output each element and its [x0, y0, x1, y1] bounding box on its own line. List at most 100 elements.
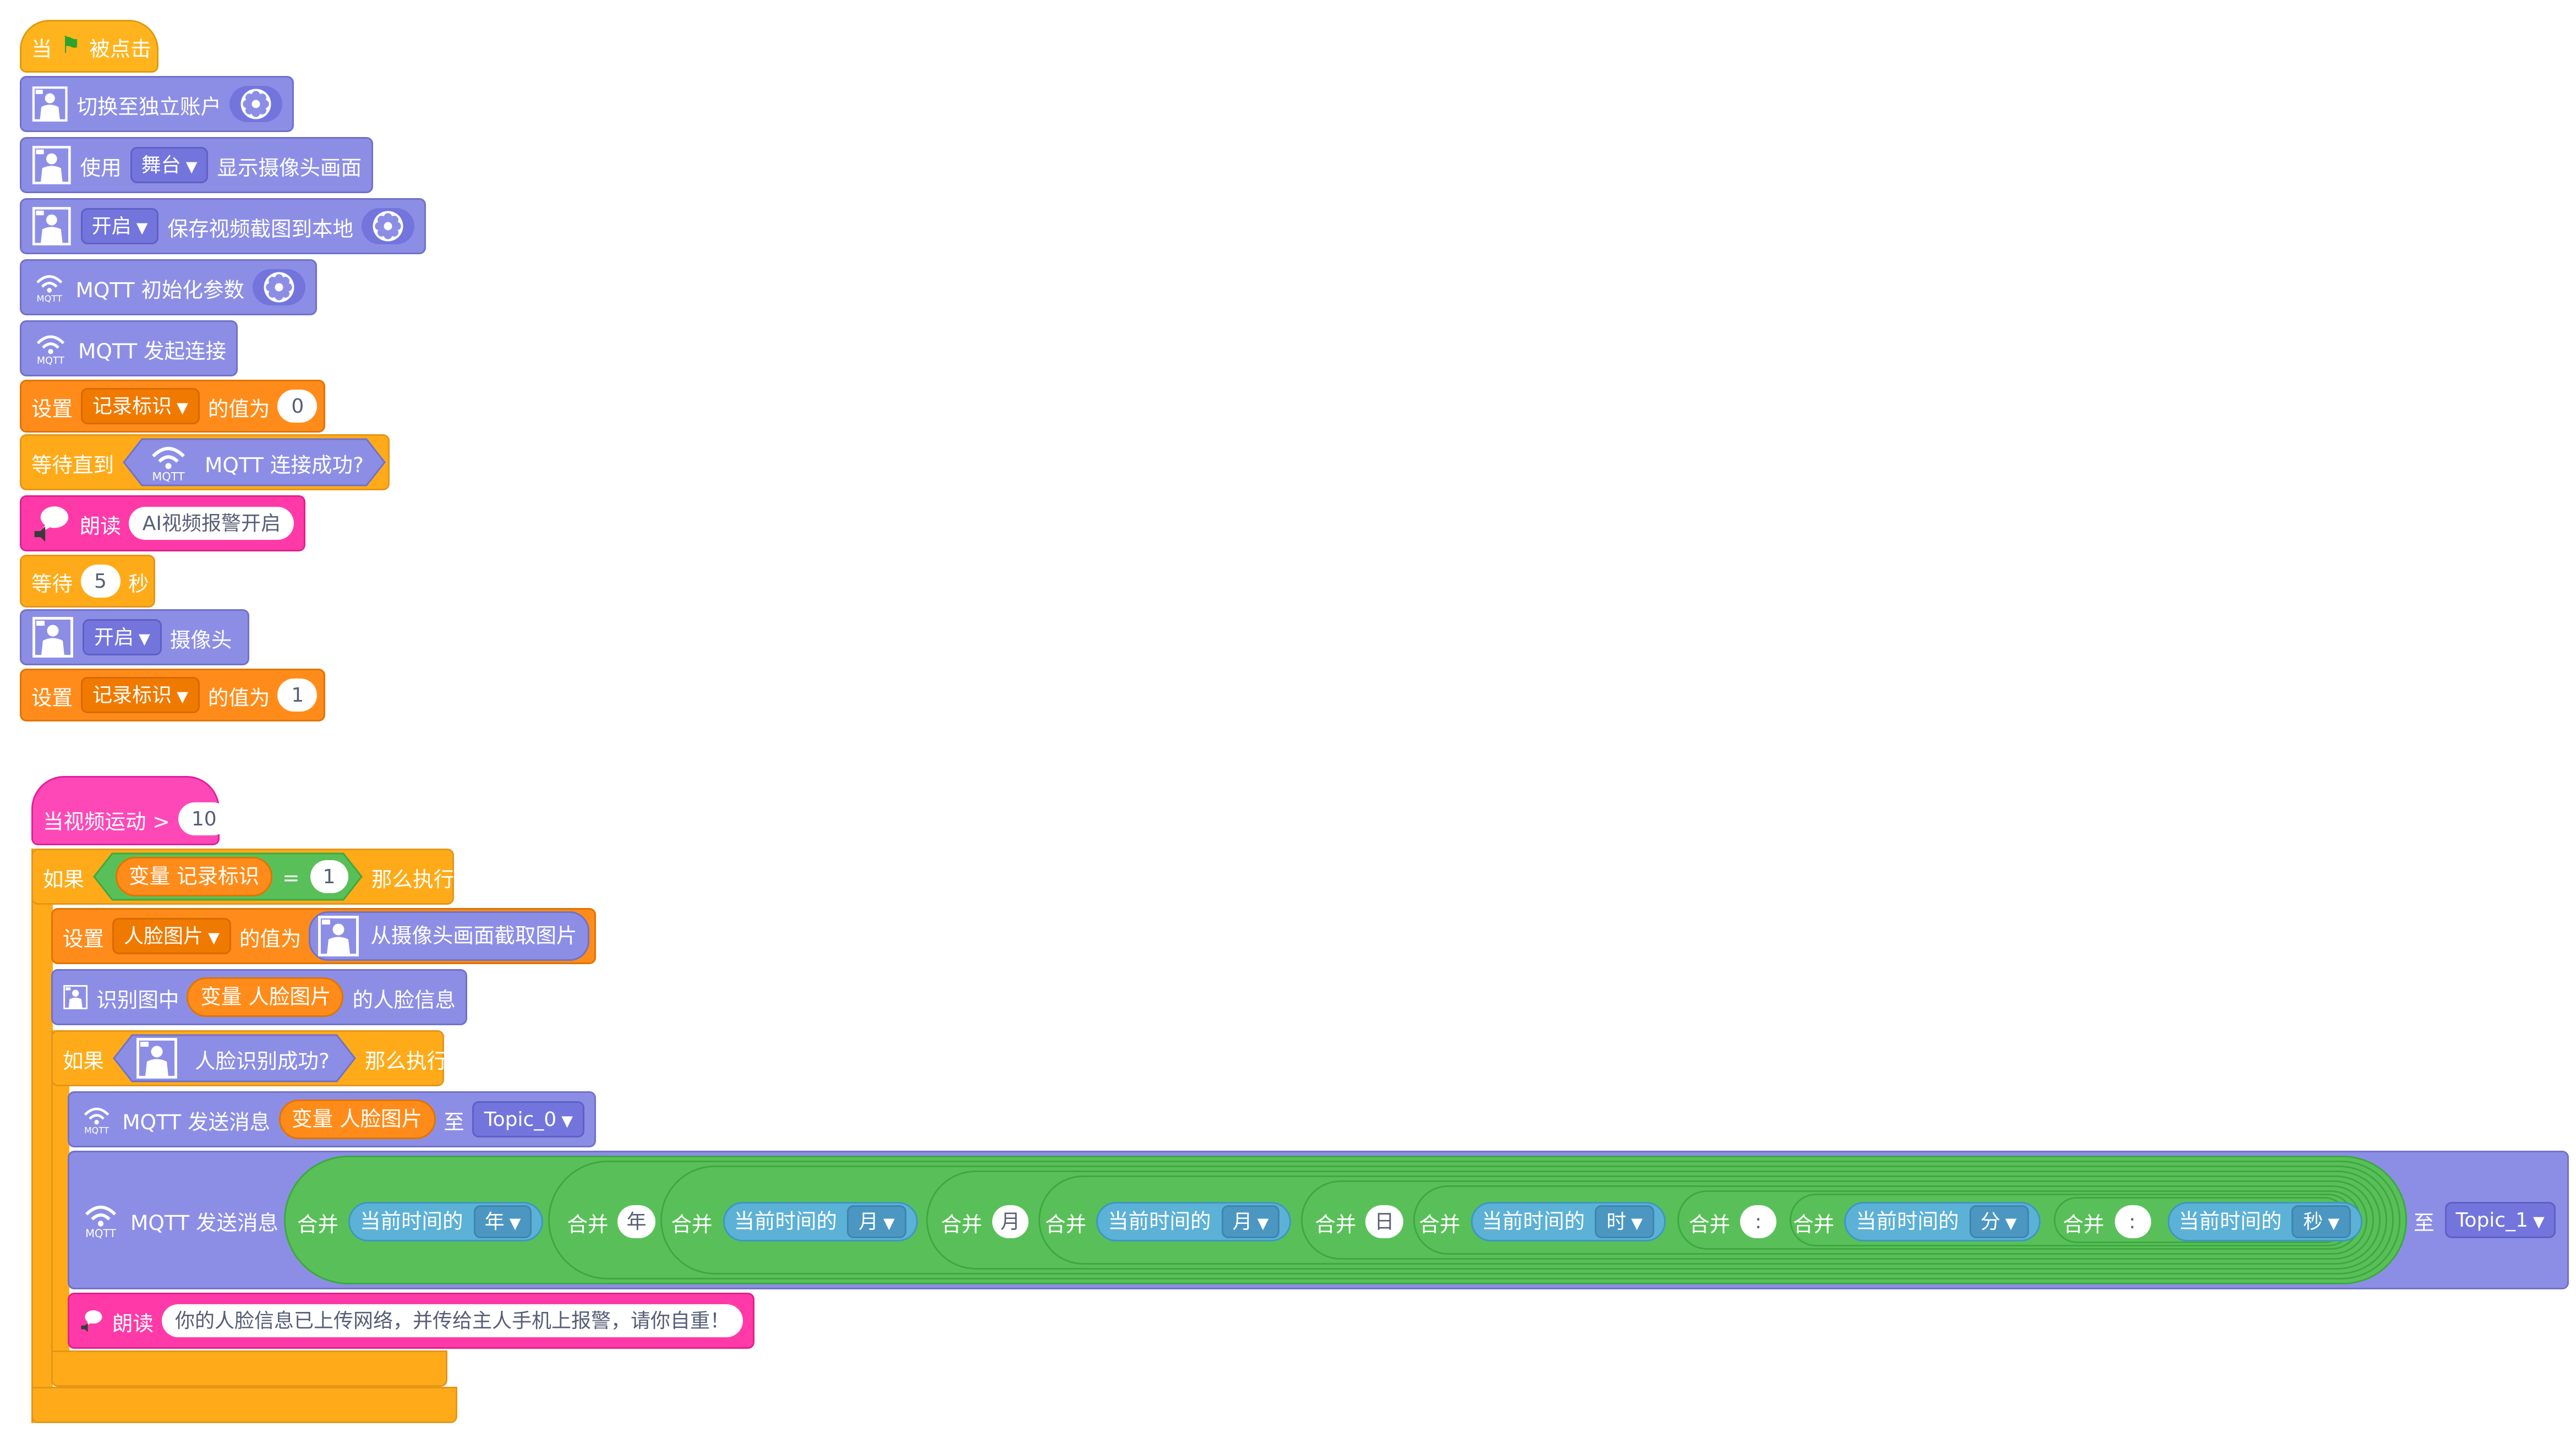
- set-face-image-block[interactable]: 设置 人脸图片▼ 的值为 从摄像头画面截取图片: [51, 908, 596, 964]
- if-block-inner-bottom: [51, 1350, 447, 1387]
- gear-icon[interactable]: [371, 210, 404, 243]
- person-frame-icon: [318, 915, 360, 958]
- if-block-outer-frame: [31, 849, 53, 1423]
- person-frame-icon: [135, 1037, 178, 1080]
- year-text-input[interactable]: 年: [618, 1205, 655, 1238]
- equals-value-input[interactable]: 1: [309, 860, 349, 893]
- person-frame-icon: [31, 616, 74, 659]
- face-var-reporter[interactable]: 变量 人脸图片: [187, 977, 344, 1017]
- equals-label: =: [282, 864, 300, 889]
- wait-seconds-input[interactable]: 5: [81, 565, 120, 598]
- second-dropdown[interactable]: 秒▼: [2291, 1205, 2351, 1238]
- open-camera-block[interactable]: 开启▼ 摄像头: [20, 609, 249, 665]
- person-frame-icon: [31, 144, 72, 187]
- gear-icon[interactable]: [239, 87, 272, 121]
- join-label: 合并: [1315, 1211, 1357, 1236]
- time-hour-reporter[interactable]: 当前时间的时▼: [1470, 1202, 1666, 1241]
- join-label: 合并: [567, 1211, 609, 1236]
- mqtt-connect-block[interactable]: MQTT 发起连接: [20, 320, 238, 376]
- colon-text-input-2[interactable]: :: [2114, 1205, 2151, 1238]
- year-dropdown[interactable]: 年▼: [473, 1205, 533, 1238]
- if-block-outer-bottom: [31, 1387, 457, 1423]
- join-label: 合并: [1688, 1211, 1730, 1236]
- set-record-1-block[interactable]: 设置 记录标识▼ 的值为 1: [20, 669, 325, 721]
- stage-dropdown[interactable]: 舞台▼: [129, 147, 209, 183]
- speak-warning-input[interactable]: 你的人脸信息已上传网络，并传给主人手机上报警，请你自重！: [161, 1304, 743, 1337]
- when-flag-clicked-hat[interactable]: 当 ⚑ 被点击: [20, 20, 158, 73]
- face-var-dropdown[interactable]: 人脸图片▼: [112, 918, 231, 954]
- set-record-0-block[interactable]: 设置 记录标识▼ 的值为 0: [20, 380, 325, 433]
- capture-image-reporter[interactable]: 从摄像头画面截取图片: [309, 911, 590, 961]
- speech-bubble-icon: [31, 502, 72, 545]
- set-label: 设置: [31, 684, 73, 709]
- if-label: 如果: [43, 866, 85, 891]
- wait-until-label: 等待直到: [31, 451, 114, 477]
- person-frame-icon: [63, 976, 88, 1019]
- speak-ai-block[interactable]: 朗读 AI视频报警开启: [20, 495, 305, 551]
- face-ok-label: 人脸识别成功?: [195, 1047, 330, 1073]
- wait-label: 等待: [31, 570, 73, 595]
- speak-text-input[interactable]: AI视频报警开启: [129, 507, 294, 540]
- set-label: 设置: [63, 925, 105, 950]
- day-text-input[interactable]: 日: [1366, 1205, 1403, 1238]
- to-label: 至: [2414, 1209, 2435, 1234]
- month-dropdown-2[interactable]: 月▼: [1221, 1205, 1281, 1238]
- to-label: 至: [444, 1108, 464, 1134]
- record-var-reporter[interactable]: 变量 记录标识: [116, 857, 273, 896]
- join-row: 合并 当前时间的年▼ 合并 年 合并 当前时间的月▼ 合并 月 合并 当前时间的…: [297, 1202, 2363, 1241]
- open-dropdown[interactable]: 开启▼: [80, 208, 160, 244]
- green-flag-icon: ⚑: [60, 33, 81, 59]
- minute-dropdown[interactable]: 分▼: [1968, 1205, 2028, 1238]
- open-dropdown-2[interactable]: 开启▼: [83, 619, 162, 655]
- topic0-dropdown[interactable]: Topic_0▼: [472, 1101, 584, 1137]
- time-month-reporter[interactable]: 当前时间的月▼: [722, 1202, 918, 1241]
- month-dropdown[interactable]: 月▼: [847, 1205, 906, 1238]
- join-label: 合并: [1045, 1211, 1087, 1236]
- mqtt-wifi-icon: [145, 442, 192, 482]
- then-label: 那么执行: [371, 866, 455, 891]
- value-input[interactable]: 1: [278, 679, 318, 712]
- time-year-reporter[interactable]: 当前时间的年▼: [348, 1202, 544, 1241]
- hour-dropdown[interactable]: 时▼: [1595, 1205, 1654, 1238]
- gear-icon[interactable]: [262, 271, 296, 304]
- topic1-dropdown[interactable]: Topic_1▼: [2444, 1202, 2556, 1238]
- time-month-reporter-2[interactable]: 当前时间的月▼: [1096, 1202, 1292, 1241]
- if-face-ok-block[interactable]: 如果 人脸识别成功? 那么执行: [51, 1030, 448, 1086]
- switch-account-block[interactable]: 切换至独立账户: [20, 76, 294, 132]
- save-screenshot-block[interactable]: 开启▼ 保存视频截图到本地: [20, 198, 426, 254]
- record-var-dropdown[interactable]: 记录标识▼: [81, 677, 200, 713]
- face-var-reporter[interactable]: 变量 人脸图片: [278, 1100, 436, 1139]
- then-label: 那么执行: [365, 1047, 448, 1073]
- wait-5-block[interactable]: 等待 5 秒: [20, 555, 155, 608]
- value-is-label: 的值为: [207, 684, 270, 709]
- record-var-dropdown[interactable]: 记录标识▼: [81, 388, 200, 424]
- mqtt-send-face-block[interactable]: MQTT 发送消息 变量 人脸图片 至 Topic_0▼: [68, 1091, 596, 1147]
- hat-clicked: 被点击: [89, 35, 151, 61]
- mqtt-connect-label: MQTT 发起连接: [78, 337, 226, 363]
- motion-threshold-input[interactable]: 10: [178, 802, 230, 835]
- recognize-face-block[interactable]: 识别图中 变量 人脸图片 的人脸信息: [51, 969, 467, 1025]
- video-motion-hat[interactable]: 当视频运动 > 10: [31, 776, 230, 845]
- person-frame-icon: [31, 83, 68, 125]
- use-label: 使用: [80, 154, 122, 179]
- mqtt-connected-label: MQTT 连接成功?: [205, 451, 364, 477]
- recognize-label: 识别图中: [96, 986, 179, 1011]
- show-camera-block[interactable]: 使用 舞台▼ 显示摄像头画面: [20, 137, 373, 193]
- mqtt-wifi-icon: [79, 1098, 114, 1141]
- colon-text-input[interactable]: :: [1740, 1205, 1777, 1238]
- switch-account-label: 切换至独立账户: [76, 93, 221, 118]
- wait-until-block[interactable]: 等待直到 MQTT 连接成功?: [20, 434, 390, 490]
- hat-when: 当: [31, 35, 52, 61]
- mqtt-send-label: MQTT 发送消息: [130, 1209, 278, 1234]
- speak-warning-block[interactable]: 朗读 你的人脸信息已上传网络，并传给主人手机上报警，请你自重！: [68, 1293, 754, 1349]
- if-record-block[interactable]: 如果 变量 记录标识 = 1 那么执行: [31, 849, 454, 905]
- value-input[interactable]: 0: [278, 390, 318, 423]
- month-text-input[interactable]: 月: [992, 1205, 1029, 1238]
- time-second-reporter[interactable]: 当前时间的秒▼: [2167, 1202, 2363, 1241]
- join-label: 合并: [2063, 1211, 2104, 1236]
- mqtt-init-block[interactable]: MQTT 初始化参数: [20, 259, 317, 315]
- time-minute-reporter[interactable]: 当前时间的分▼: [1844, 1202, 2040, 1241]
- join-label: 合并: [297, 1211, 339, 1236]
- mqtt-init-label: MQTT 初始化参数: [75, 276, 244, 302]
